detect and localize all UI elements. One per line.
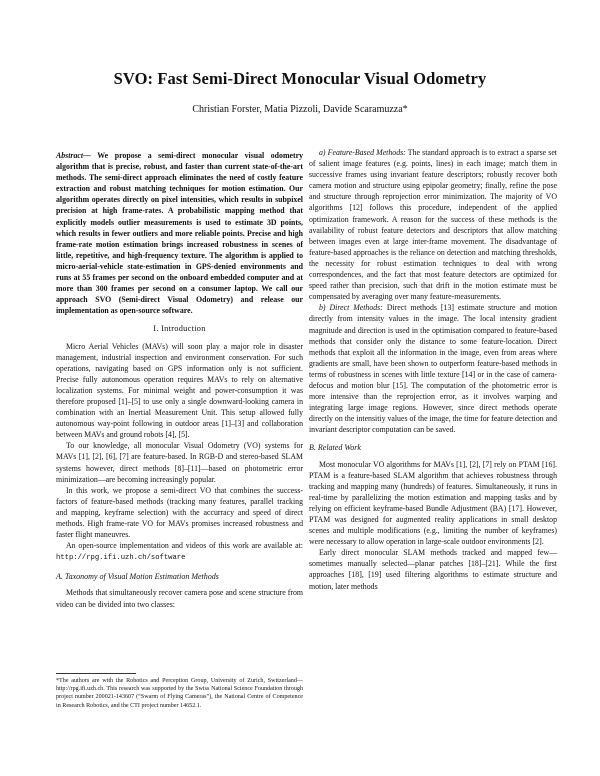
abstract-label: Abstract xyxy=(56,151,84,160)
subsection-heading-taxonomy: A. Taxonomy of Visual Motion Estimation … xyxy=(56,572,219,582)
direct-methods-label: b) Direct Methods: xyxy=(319,303,383,313)
abstract: Abstract— We propose a semi-direct monoc… xyxy=(56,150,303,316)
intro-paragraph-2: To our knowledge, all monocular Visual O… xyxy=(56,441,303,484)
related-work-paragraph-1: Most monocular VO algorithms for MAVs [1… xyxy=(309,459,557,547)
intro-paragraph-4-text: An open-source implementation and videos… xyxy=(66,541,303,551)
intro-paragraph-1: Micro Aerial Vehicles (MAVs) will soon p… xyxy=(56,341,303,440)
feature-based-paragraph: a) Feature-Based Methods: The standard a… xyxy=(309,147,557,302)
section-heading-introduction: I. Introduction xyxy=(153,324,206,334)
related-work-paragraph-2: Early direct monocular SLAM methods trac… xyxy=(309,548,557,591)
left-column: Abstract— We propose a semi-direct monoc… xyxy=(56,150,303,610)
subsection-heading-related-work: B. Related Work xyxy=(309,443,361,453)
abstract-text: — We propose a semi-direct monocular vis… xyxy=(56,151,303,316)
taxonomy-paragraph: Methods that simultaneously recover came… xyxy=(56,588,303,609)
paper-title: SVO: Fast Semi-Direct Monocular Visual O… xyxy=(113,69,487,88)
software-url-link[interactable]: http://rpg.ifi.uzh.ch/software xyxy=(56,554,186,563)
author-list: Christian Forster, Matia Pizzoli, Davide… xyxy=(192,104,408,115)
direct-methods-text: Direct methods [13] estimate structure a… xyxy=(309,303,557,435)
feature-based-text: The standard approach is to extract a sp… xyxy=(309,148,557,302)
intro-paragraph-3: In this work, we propose a semi-direct V… xyxy=(56,485,303,540)
right-column: a) Feature-Based Methods: The standard a… xyxy=(309,147,557,592)
footnote-rule xyxy=(56,673,136,674)
feature-based-label: a) Feature-Based Methods: xyxy=(319,148,406,157)
intro-paragraph-4: An open-source implementation and videos… xyxy=(56,540,303,564)
direct-methods-paragraph: b) Direct Methods: Direct methods [13] e… xyxy=(309,302,557,435)
footnote: *The authors are with the Robotics and P… xyxy=(56,678,303,709)
